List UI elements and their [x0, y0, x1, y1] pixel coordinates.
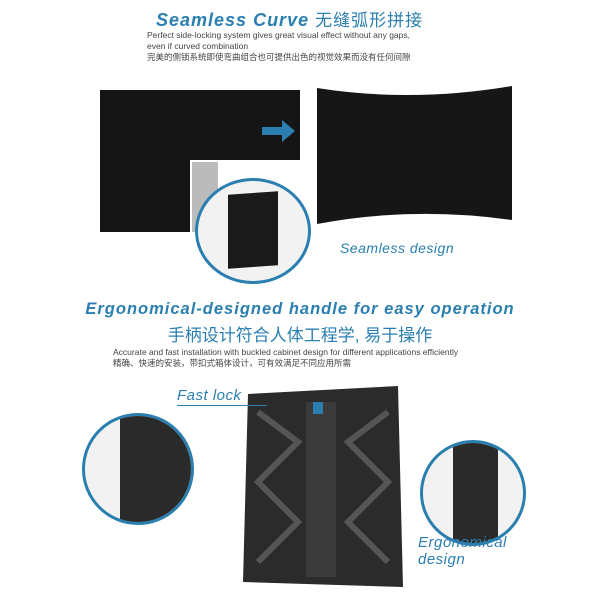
label-line: Ergonomical: [418, 534, 507, 551]
seamless-design-caption: Seamless design: [340, 240, 455, 256]
section2-title: Ergonomical-designed handle for easy ope…: [85, 300, 515, 318]
cabinet-back: [243, 386, 403, 587]
handle-detail: [453, 443, 498, 543]
led-panel-top: [100, 90, 300, 160]
title-cn: 无缝弧形拼接: [315, 11, 424, 30]
desc-cn: 精确、快速的安装，带扣式箱体设计，可有效满足不同应用所需: [113, 358, 352, 368]
lock-detail: [120, 416, 191, 522]
single-panel: [228, 191, 278, 269]
fast-lock-pointer-line: [177, 405, 267, 406]
inset-circle-panel: [195, 178, 311, 284]
section2-title-cn: 手柄设计符合人体工程学, 易于操作: [167, 326, 433, 345]
led-panel-bottom-left: [100, 160, 190, 232]
label-line: design: [418, 551, 466, 568]
curved-led-wall: [317, 86, 512, 224]
inset-circle-fast-lock: [82, 413, 194, 525]
desc-line: Perfect side-locking system gives great …: [147, 30, 410, 40]
desc-line: Accurate and fast installation with buck…: [113, 347, 459, 357]
fast-lock-label: Fast lock: [177, 387, 242, 404]
ergonomical-label: Ergonomical design: [418, 534, 507, 568]
section1-description: Perfect side-locking system gives great …: [147, 30, 411, 63]
section1-title: Seamless Curve 无缝弧形拼接: [156, 6, 423, 31]
desc-line: even if curved combination: [147, 41, 249, 51]
arrow-right-icon: [262, 120, 295, 142]
title-en: Seamless Curve: [156, 10, 310, 30]
desc-cn: 完美的侧锁系统即使弯曲组合也可提供出色的视觉效果而没有任何间隙: [147, 52, 411, 62]
section2-description: Accurate and fast installation with buck…: [113, 347, 458, 369]
inset-circle-handle: [420, 440, 526, 546]
